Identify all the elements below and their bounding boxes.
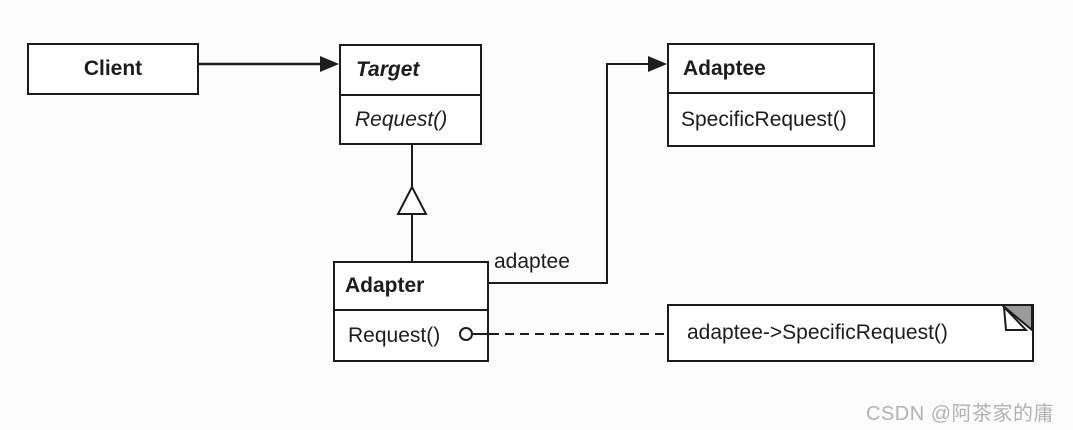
association-label-adaptee: adaptee [494,250,570,273]
filled-arrowhead-icon [320,56,339,72]
class-name: Target [341,46,480,96]
target-class-box: Target Request() [339,44,482,145]
client-class-box: Client [27,43,199,95]
inheritance-triangle-icon [396,184,428,215]
note-text: adaptee->SpecificRequest() [687,321,948,344]
class-name: Client [83,57,143,80]
class-method: SpecificRequest() [681,107,847,131]
class-method: Request() [355,107,448,131]
note-box: adaptee->SpecificRequest() [667,304,1034,362]
class-name: Adapter [335,263,487,311]
class-method: Request() [348,323,441,347]
adapter-class-box: Adapter Request() [333,261,489,362]
filled-arrowhead-icon [648,56,667,72]
class-name: Adaptee [669,45,873,94]
watermark: CSDN @阿茶家的庸医 [866,403,1055,425]
adaptee-class-box: Adaptee SpecificRequest() [667,43,875,147]
